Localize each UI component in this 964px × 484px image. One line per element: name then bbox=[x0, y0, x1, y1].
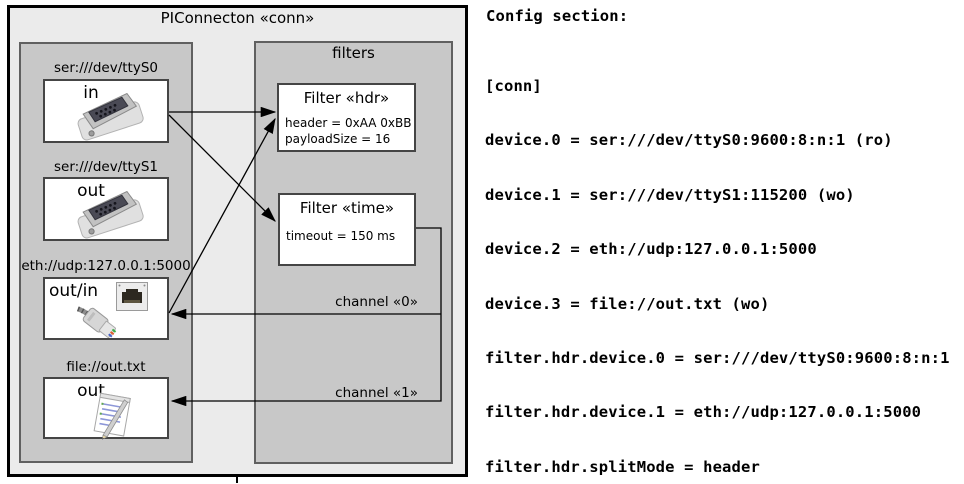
filter-box-time: Filter «time» timeout = 150 ms bbox=[278, 193, 416, 266]
config-line: filter.hdr.device.1 = eth://udp:127.0.0.… bbox=[485, 403, 922, 422]
device-direction-eth: out/in bbox=[49, 281, 99, 301]
config-line: device.2 = eth://udp:127.0.0.1:5000 bbox=[485, 240, 817, 259]
filter-time-prop-timeout: timeout = 150 ms bbox=[286, 229, 396, 243]
device-label-file: file://out.txt bbox=[66, 359, 146, 375]
device-direction-ser1: out bbox=[77, 181, 105, 201]
device-label-ser0: ser:///dev/ttyS0 bbox=[54, 60, 158, 76]
config-line: device.1 = ser:///dev/ttyS1:115200 (wo) bbox=[485, 185, 855, 204]
config-line: device.3 = file://out.txt (wo) bbox=[485, 294, 770, 313]
device-box-eth: out/in bbox=[43, 277, 169, 340]
bottom-tick-mark bbox=[236, 474, 238, 483]
diagram-title: PIConnecton «conn» bbox=[160, 9, 315, 27]
device-label-ser1: ser:///dev/ttyS1 bbox=[54, 159, 158, 175]
config-line: filter.hdr.device.0 = ser:///dev/ttyS0:9… bbox=[485, 348, 950, 367]
filters-group-label: filters bbox=[332, 44, 375, 62]
device-direction-file: out bbox=[77, 381, 105, 401]
filter-hdr-prop-payload: payloadSize = 16 bbox=[285, 132, 391, 146]
config-line: filter.hdr.splitMode = header bbox=[485, 457, 760, 476]
serial-connector-icon bbox=[77, 191, 144, 239]
notepad-icon bbox=[93, 392, 131, 440]
device-label-eth: eth://udp:127.0.0.1:5000 bbox=[21, 258, 191, 274]
config-line: device.0 = ser:///dev/ttyS0:9600:8:n:1 (… bbox=[485, 131, 893, 150]
serial-connector-icon bbox=[77, 93, 144, 141]
ethernet-plug-icon bbox=[76, 306, 117, 338]
device-box-ser1: out bbox=[43, 177, 169, 241]
config-heading: Config section: bbox=[486, 7, 629, 25]
device-box-file: out bbox=[43, 377, 169, 440]
filter-hdr-title: Filter «hdr» bbox=[303, 89, 390, 107]
device-direction-ser0: in bbox=[83, 83, 99, 103]
channel-1-label: channel «1» bbox=[335, 385, 418, 401]
config-line: [conn] bbox=[485, 77, 542, 95]
pencil-icon bbox=[101, 399, 129, 440]
filter-box-hdr: Filter «hdr» header = 0xAA 0xBB payloadS… bbox=[277, 83, 416, 152]
config-listing: [conn] device.0 = ser:///dev/ttyS0:9600:… bbox=[485, 41, 959, 484]
filter-time-title: Filter «time» bbox=[299, 199, 395, 217]
device-box-ser0: in bbox=[43, 79, 169, 143]
filter-hdr-prop-header: header = 0xAA 0xBB bbox=[285, 116, 412, 130]
ethernet-port-icon bbox=[116, 282, 148, 311]
channel-0-label: channel «0» bbox=[335, 294, 418, 310]
